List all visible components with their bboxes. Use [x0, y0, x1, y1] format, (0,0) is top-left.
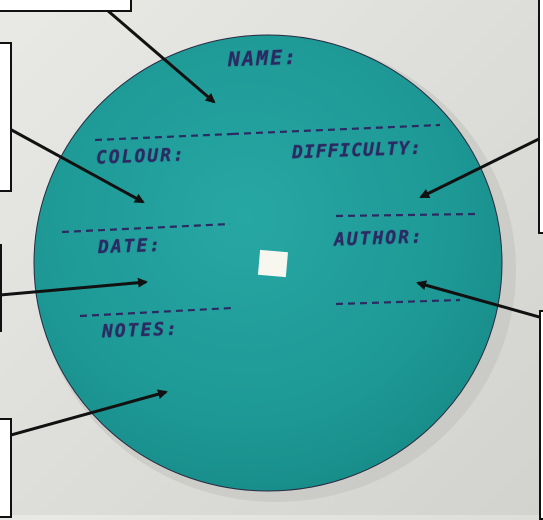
- callout-box-author: [539, 310, 543, 520]
- callout-box-name: [0, 0, 132, 12]
- label-date: DATE:: [98, 235, 163, 258]
- label-notes: NOTES:: [102, 319, 180, 343]
- label-colour: COLOUR:: [96, 144, 187, 168]
- callout-box-difficulty: [538, 0, 543, 234]
- callout-box-date: [0, 244, 2, 332]
- callout-box-notes: [0, 418, 12, 518]
- centre-hole: [258, 250, 288, 277]
- callout-box-colour: [0, 42, 12, 192]
- label-author: AUTHOR:: [334, 226, 425, 250]
- label-name: NAME:: [228, 45, 299, 71]
